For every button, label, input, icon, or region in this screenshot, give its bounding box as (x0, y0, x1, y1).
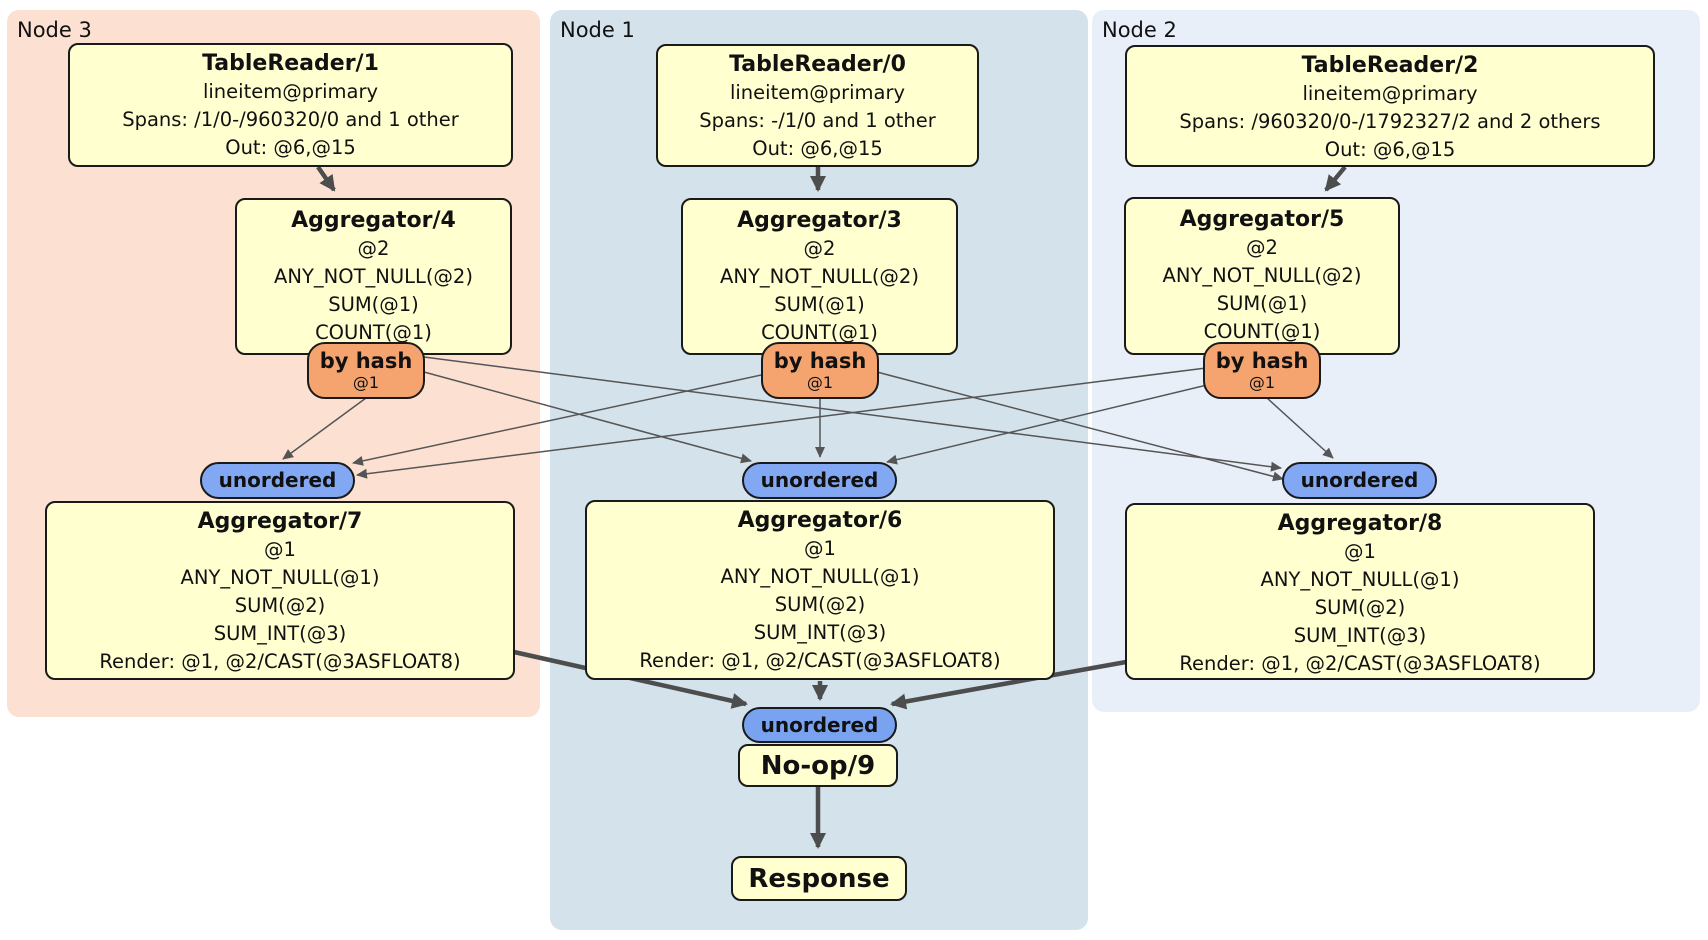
aggregator-4-fn1: ANY_NOT_NULL(@2) (274, 265, 473, 288)
router-by-hash-node3-column: @1 (352, 373, 380, 392)
tablereader-0-index: lineitem@primary (729, 81, 906, 104)
router-by-hash-node2-column: @1 (1248, 373, 1276, 392)
aggregator-6-fn2: SUM(@2) (774, 593, 866, 616)
aggregator-7-group: @1 (264, 538, 296, 561)
aggregator-4-title: Aggregator/4 (291, 208, 456, 233)
aggregator-8-fn2: SUM(@2) (1314, 596, 1406, 619)
router-by-hash-node2-label: by hash (1215, 349, 1309, 373)
tablereader-0-out: Out: @6,@15 (752, 137, 883, 160)
sync-unordered-node2: unordered (1282, 462, 1437, 499)
tablereader-1-title: TableReader/1 (202, 51, 379, 76)
sync-unordered-node1: unordered (742, 462, 897, 499)
aggregator-4-fn3: COUNT(@1) (315, 321, 432, 344)
tablereader-1-index: lineitem@primary (202, 80, 379, 103)
tablereader-2-title: TableReader/2 (1301, 53, 1479, 78)
sync-unordered-final: unordered (742, 707, 897, 743)
aggregator-5-fn2: SUM(@1) (1216, 292, 1308, 315)
tablereader-2-out: Out: @6,@15 (1324, 138, 1456, 161)
node-tablereader-2: TableReader/2 lineitem@primary Spans: /9… (1125, 45, 1655, 167)
tablereader-1-spans: Spans: /1/0-/960320/0 and 1 other (122, 108, 459, 131)
node-aggregator-5: Aggregator/5 @2 ANY_NOT_NULL(@2) SUM(@1)… (1124, 197, 1400, 355)
region-label-node3: Node 3 (17, 18, 92, 42)
router-by-hash-node3-label: by hash (319, 349, 413, 373)
aggregator-3-fn1: ANY_NOT_NULL(@2) (720, 265, 919, 288)
aggregator-7-fn3: SUM_INT(@3) (213, 622, 347, 645)
node-aggregator-3: Aggregator/3 @2 ANY_NOT_NULL(@2) SUM(@1)… (681, 198, 958, 355)
router-by-hash-node3: by hash @1 (307, 342, 425, 399)
aggregator-6-render: Render: @1, @2/CAST(@3ASFLOAT8) (639, 649, 1001, 672)
aggregator-4-fn2: SUM(@1) (328, 293, 419, 316)
router-by-hash-node1-label: by hash (773, 349, 867, 373)
tablereader-2-index: lineitem@primary (1302, 82, 1478, 105)
node-aggregator-8: Aggregator/8 @1 ANY_NOT_NULL(@1) SUM(@2)… (1125, 503, 1595, 680)
aggregator-5-fn3: COUNT(@1) (1203, 320, 1321, 343)
tablereader-0-title: TableReader/0 (729, 52, 906, 77)
aggregator-4-group: @2 (357, 237, 390, 260)
node-aggregator-6: Aggregator/6 @1 ANY_NOT_NULL(@1) SUM(@2)… (585, 500, 1055, 680)
aggregator-8-group: @1 (1344, 540, 1376, 563)
aggregator-8-render: Render: @1, @2/CAST(@3ASFLOAT8) (1179, 652, 1541, 675)
node-tablereader-1: TableReader/1 lineitem@primary Spans: /1… (68, 43, 513, 167)
region-label-node2: Node 2 (1102, 18, 1177, 42)
region-label-node1: Node 1 (560, 18, 635, 42)
sync-unordered-node3: unordered (200, 462, 355, 499)
aggregator-8-title: Aggregator/8 (1277, 511, 1443, 536)
router-by-hash-node2: by hash @1 (1203, 342, 1321, 399)
aggregator-6-title: Aggregator/6 (737, 508, 903, 533)
tablereader-1-out: Out: @6,@15 (225, 136, 356, 159)
aggregator-5-title: Aggregator/5 (1179, 207, 1345, 232)
node-tablereader-0: TableReader/0 lineitem@primary Spans: -/… (656, 44, 979, 167)
aggregator-3-fn3: COUNT(@1) (761, 321, 878, 344)
node-noop-9: No-op/9 (738, 744, 898, 787)
aggregator-3-fn2: SUM(@1) (774, 293, 865, 316)
router-by-hash-node1: by hash @1 (761, 342, 879, 399)
node-aggregator-4: Aggregator/4 @2 ANY_NOT_NULL(@2) SUM(@1)… (235, 198, 512, 355)
aggregator-8-fn1: ANY_NOT_NULL(@1) (1260, 568, 1460, 591)
aggregator-5-fn1: ANY_NOT_NULL(@2) (1162, 264, 1362, 287)
node-response: Response (731, 856, 907, 901)
aggregator-8-fn3: SUM_INT(@3) (1293, 624, 1427, 647)
aggregator-3-group: @2 (803, 237, 836, 260)
tablereader-2-spans: Spans: /960320/0-/1792327/2 and 2 others (1179, 110, 1601, 133)
aggregator-7-fn2: SUM(@2) (234, 594, 326, 617)
aggregator-6-group: @1 (804, 537, 836, 560)
aggregator-6-fn1: ANY_NOT_NULL(@1) (720, 565, 920, 588)
aggregator-5-group: @2 (1246, 236, 1278, 259)
aggregator-6-fn3: SUM_INT(@3) (753, 621, 887, 644)
aggregator-7-render: Render: @1, @2/CAST(@3ASFLOAT8) (99, 650, 461, 673)
tablereader-0-spans: Spans: -/1/0 and 1 other (699, 109, 936, 132)
aggregator-3-title: Aggregator/3 (737, 208, 902, 233)
node-aggregator-7: Aggregator/7 @1 ANY_NOT_NULL(@1) SUM(@2)… (45, 501, 515, 680)
aggregator-7-title: Aggregator/7 (197, 509, 363, 534)
aggregator-7-fn1: ANY_NOT_NULL(@1) (180, 566, 380, 589)
router-by-hash-node1-column: @1 (806, 373, 834, 392)
